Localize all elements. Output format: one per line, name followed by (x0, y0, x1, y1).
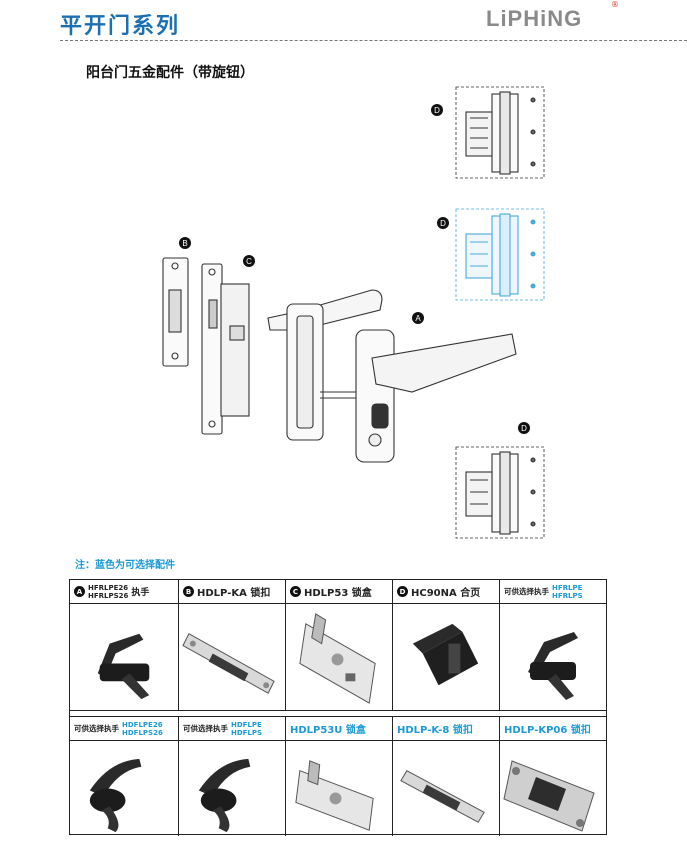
part-cell-strike-k8: HDLP-K-8 锁扣 (393, 717, 500, 836)
cell-prefix: 可供选择执手 (183, 724, 228, 733)
cell-label: HDLP53 锁盒 (304, 588, 372, 599)
badge-b: B (183, 586, 194, 597)
cell-header: HDLP-KP06 锁扣 (500, 717, 606, 741)
registered-mark: ® (611, 0, 619, 9)
hinge-optional-illustration (455, 208, 545, 301)
exploded-hardware-diagram: B C A D D D (162, 86, 545, 539)
series-title: 平开门系列 (60, 14, 181, 39)
brand-logo: LiPHiNG (486, 6, 583, 31)
part-cell-lockbody-u: HDLP53U 锁盒 (286, 717, 393, 836)
strike-plate-large-icon (503, 760, 595, 832)
handle-curved-icon (89, 758, 142, 833)
cell-label: 执手 (131, 588, 150, 598)
hinge-top-illustration (455, 86, 545, 179)
cell-header: HDLP-K-8 锁扣 (393, 717, 499, 741)
part-cell-strike-kp06: HDLP-KP06 锁扣 (500, 717, 606, 836)
callout-d-bottom: D (521, 424, 527, 433)
callout-b: B (182, 239, 187, 248)
callout-d-optional: D (440, 219, 446, 228)
cell-label: HC90NA 合页 (411, 588, 481, 599)
cell-prefix: 可供选择执手 (504, 587, 549, 596)
lock-body-icon (295, 760, 374, 831)
callout-c: C (246, 257, 252, 266)
hinge-icon (412, 623, 479, 686)
part-cell-hinge-d: D HC90NA 合页 (393, 580, 500, 711)
part-cell-strike-b: B HDLP-KA 锁扣 (179, 580, 286, 711)
section-title: 阳台门五金配件（带旋钮） (86, 65, 254, 81)
cell-label: HDLP53U 锁盒 (290, 725, 366, 736)
strike-plate-icon (400, 770, 485, 823)
cell-prefix: 可供选择执手 (74, 724, 119, 733)
badge-d: D (397, 586, 408, 597)
strike-plate-icon (182, 633, 275, 694)
back-handle-illustration (267, 289, 383, 441)
cell-label: HDLP-KP06 锁扣 (504, 725, 591, 736)
handle-black-icon (528, 632, 578, 700)
lock-body-icon (299, 613, 376, 704)
cell-header: HDLP53U 锁盒 (286, 717, 392, 741)
callout-a: A (415, 314, 421, 323)
lock-body-illustration (201, 263, 250, 435)
badge-a: A (74, 586, 85, 597)
strike-plate-illustration (162, 257, 189, 367)
front-handle-illustration (355, 329, 517, 463)
cell-header: D HC90NA 合页 (393, 580, 499, 604)
badge-c: C (290, 586, 301, 597)
optional-note: 注：蓝色为可选择配件 (75, 560, 175, 571)
cell-label: HDLP-KA 锁扣 (197, 588, 271, 599)
part-cell-lockbody-c: C HDLP53 锁盒 (286, 580, 393, 711)
cell-header: C HDLP53 锁盒 (286, 580, 392, 604)
handle-black-icon (97, 633, 150, 700)
cell-label: HDLP-K-8 锁扣 (397, 725, 473, 736)
cell-header: B HDLP-KA 锁扣 (179, 580, 285, 604)
header-divider (60, 40, 687, 41)
hinge-bottom-illustration (455, 446, 545, 539)
callout-d-top: D (434, 106, 440, 115)
handle-curved-icon (198, 758, 251, 833)
